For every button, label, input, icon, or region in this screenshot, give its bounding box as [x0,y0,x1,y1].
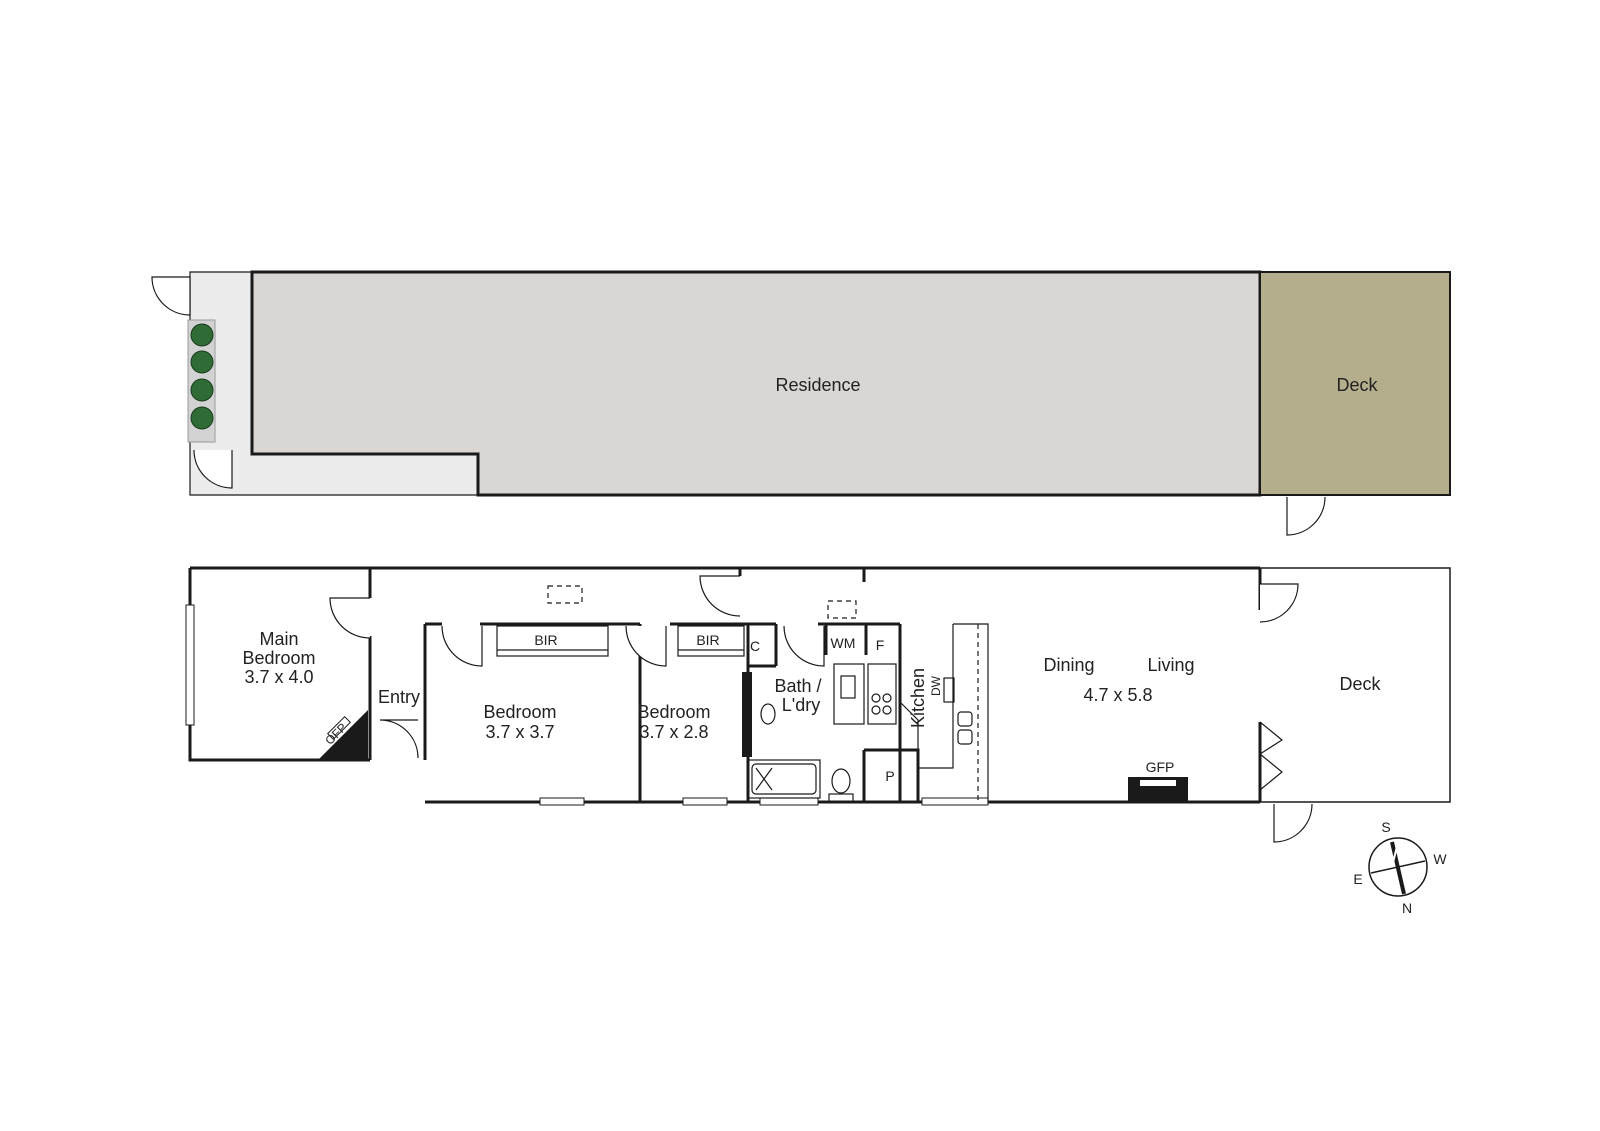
bedroom3-dims: 3.7 x 2.8 [639,722,708,742]
compass: S W E N [1353,819,1447,916]
skylight [547,585,583,604]
dining-label: Dining [1043,655,1094,675]
deck-area [1259,271,1451,496]
main-bedroom-window [185,604,195,726]
main-bedroom-dims: 3.7 x 4.0 [244,667,313,687]
rear-deck [1260,567,1451,803]
living-dims: 4.7 x 5.8 [1083,685,1152,705]
plant-icon [190,406,214,430]
deck-label: Deck [1339,674,1381,694]
plant-icon [190,323,214,347]
compass-n: N [1402,900,1412,916]
compass-e: E [1353,871,1362,887]
sink-icon [957,711,973,727]
dishwasher [943,677,955,703]
toilet-icon [831,768,851,794]
compass-cross [1370,860,1426,874]
hall-wall [425,622,750,802]
bath-label-line2: L'dry [782,695,820,715]
fireplace-ofp [318,710,368,760]
compass-s: S [1381,819,1390,835]
bedroom2-label: Bedroom [483,702,556,722]
main-bedroom-line1: Main [259,629,298,649]
front-gate-door [151,276,191,316]
wm-unit [833,663,865,725]
bedroom2-window [539,797,585,806]
bedroom3-window [682,797,728,806]
dw-label: DW [929,675,943,696]
bath-walls [748,622,902,802]
garden-bed [187,319,216,443]
fridge-label: F [876,637,885,653]
bathtub [747,759,821,799]
cooktop-icon [867,663,897,725]
site-plan: Residence Deck [151,270,1451,536]
bedroom2-bir: BIR [534,632,557,648]
main-bedroom-wall [368,568,427,760]
front-door [379,719,419,759]
bath-wall-strip [742,672,752,757]
basin-icon [760,703,776,725]
bedroom2-dims: 3.7 x 3.7 [485,722,554,742]
entry-door [329,597,371,639]
kitchen-label: Kitchen [908,668,928,728]
bath-door [783,625,825,667]
deck-gate-door [1273,803,1313,843]
compass-needle-north [1390,841,1406,895]
wm-label: WM [831,635,856,651]
living-door [1259,583,1299,623]
entry-label: Entry [378,687,420,707]
bedroom2-robe [496,625,609,657]
bedroom2-door [441,625,483,667]
plant-icon [190,350,214,374]
bath-label-line1: Bath / [774,676,821,696]
bedroom3-label: Bedroom [637,702,710,722]
bedroom3-robe [677,625,745,657]
main-bedroom-line2: Bedroom [242,648,315,668]
plant-icon [190,378,214,402]
hall-door [699,575,741,617]
gfp-label: GFP [1146,759,1175,775]
bath-window [759,797,819,806]
residence-label: Residence [775,375,860,395]
pantry-label: P [885,768,894,784]
skylight [827,600,857,619]
side-path-door [193,449,233,489]
compass-w: W [1433,851,1447,867]
bedroom3-door [625,625,667,667]
deck-door [1286,496,1326,536]
cupboard-label: C [750,638,760,654]
floor-plan: Main Bedroom 3.7 x 4.0 OFP Entry Bedroom… [185,566,1451,843]
site-deck-label: Deck [1336,375,1378,395]
living-label: Living [1147,655,1194,675]
bifold-doors [1258,721,1284,791]
hall-top-wall [738,568,866,582]
bedroom3-bir: BIR [696,632,719,648]
kitchen-bench [918,623,989,802]
